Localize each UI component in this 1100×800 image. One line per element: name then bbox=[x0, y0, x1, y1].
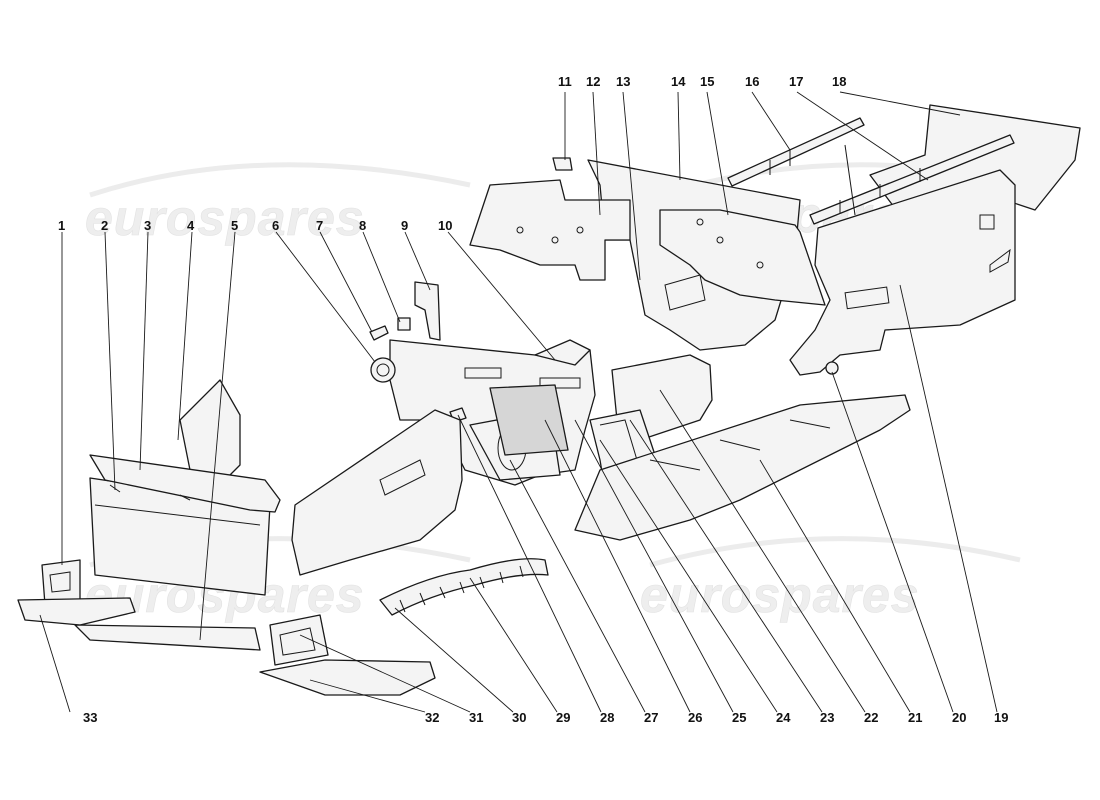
callout-26: 26 bbox=[688, 710, 702, 725]
watermark-text: eurospares bbox=[640, 567, 920, 623]
callout-10: 10 bbox=[438, 218, 452, 233]
part-side-sill bbox=[291, 409, 463, 576]
callouts-top: 11 12 13 14 15 16 17 18 bbox=[558, 74, 846, 89]
part-screw bbox=[369, 325, 389, 341]
part-grommet-large bbox=[370, 357, 396, 383]
callout-14: 14 bbox=[671, 74, 686, 89]
part-rail-upper bbox=[727, 117, 865, 187]
callout-8: 8 bbox=[359, 218, 366, 233]
callout-31: 31 bbox=[469, 710, 483, 725]
callout-29: 29 bbox=[556, 710, 570, 725]
callout-5: 5 bbox=[231, 218, 238, 233]
callout-21: 21 bbox=[908, 710, 922, 725]
callouts-left: 1 2 3 4 5 6 7 8 9 10 bbox=[58, 218, 452, 233]
part-flexible-hose bbox=[379, 558, 549, 616]
part-grommet bbox=[825, 361, 839, 375]
part-box-section-left bbox=[41, 559, 81, 606]
callout-32: 32 bbox=[425, 710, 439, 725]
callout-18: 18 bbox=[832, 74, 846, 89]
parts-drawing bbox=[17, 104, 1081, 696]
callout-6: 6 bbox=[272, 218, 279, 233]
part-insulation-panel bbox=[659, 209, 826, 306]
part-rail-lower bbox=[809, 134, 1015, 225]
part-nut bbox=[397, 317, 411, 331]
part-right-side-panel bbox=[789, 169, 1016, 376]
callout-22: 22 bbox=[864, 710, 878, 725]
part-bracket bbox=[414, 281, 441, 341]
callout-27: 27 bbox=[644, 710, 658, 725]
part-firewall-tab bbox=[534, 339, 591, 366]
callout-20: 20 bbox=[952, 710, 966, 725]
callout-4: 4 bbox=[187, 218, 195, 233]
callout-13: 13 bbox=[616, 74, 630, 89]
watermark-logo-4: eurospares bbox=[640, 536, 1021, 623]
callout-23: 23 bbox=[820, 710, 834, 725]
callout-24: 24 bbox=[776, 710, 791, 725]
callout-3: 3 bbox=[144, 218, 151, 233]
callout-25: 25 bbox=[732, 710, 746, 725]
part-box-section-right bbox=[269, 614, 329, 666]
callout-9: 9 bbox=[401, 218, 408, 233]
part-seal bbox=[489, 384, 569, 456]
callout-16: 16 bbox=[745, 74, 759, 89]
callout-30: 30 bbox=[512, 710, 526, 725]
part-under-panel-center bbox=[74, 624, 261, 651]
callouts-bottom: 33 32 31 30 29 28 27 26 25 24 23 22 21 2… bbox=[83, 710, 1008, 725]
part-footwell-side bbox=[179, 379, 241, 481]
leader-lines bbox=[39, 91, 998, 713]
watermark-text: eurospares bbox=[85, 190, 365, 246]
callout-1: 1 bbox=[58, 218, 65, 233]
part-floor-pan bbox=[574, 394, 911, 541]
callout-12: 12 bbox=[586, 74, 600, 89]
callout-28: 28 bbox=[600, 710, 614, 725]
part-under-panel-left bbox=[17, 597, 136, 626]
part-clip bbox=[552, 157, 573, 171]
part-footwell-channel bbox=[89, 454, 281, 513]
part-upper-left-panel bbox=[469, 179, 631, 281]
watermark-logo-1: eurospares bbox=[85, 162, 471, 246]
callout-17: 17 bbox=[789, 74, 803, 89]
callout-11: 11 bbox=[558, 74, 572, 89]
callout-7: 7 bbox=[316, 218, 323, 233]
callout-15: 15 bbox=[700, 74, 714, 89]
callout-33: 33 bbox=[83, 710, 97, 725]
callout-19: 19 bbox=[994, 710, 1008, 725]
callout-2: 2 bbox=[101, 218, 108, 233]
part-under-panel-right bbox=[259, 659, 436, 696]
